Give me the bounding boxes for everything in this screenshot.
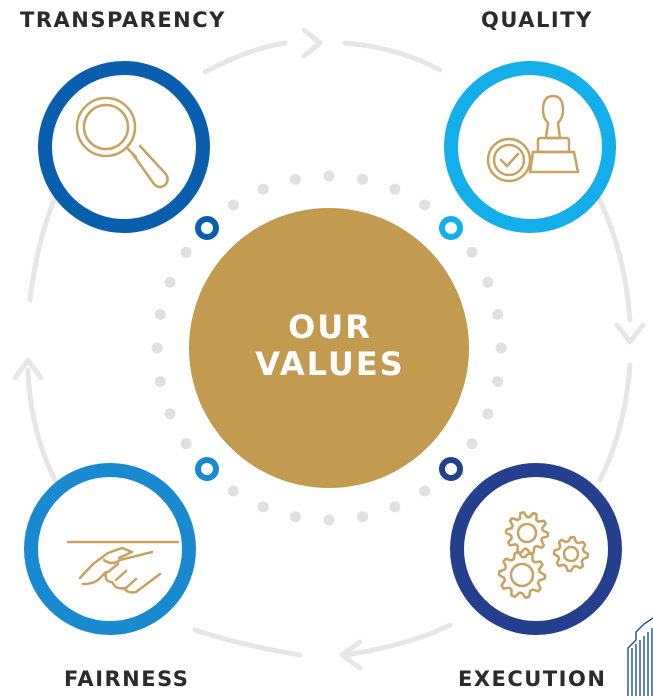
quality-label: QUALITY <box>481 8 593 32</box>
ring-dot <box>419 199 431 211</box>
connector-dot <box>195 216 219 240</box>
ring-dot <box>357 511 369 523</box>
ring-dot <box>357 173 369 185</box>
ring-dot <box>257 501 269 513</box>
arrow-left-icon <box>339 639 363 671</box>
cycle-arc-right <box>597 362 633 483</box>
transparency-label: TRANSPARENCY <box>20 8 226 32</box>
execution-label: EXECUTION <box>458 667 607 691</box>
cycle-arc-top <box>202 40 288 75</box>
arrow-down-icon <box>614 322 646 345</box>
cycle-arrowheads <box>12 27 646 671</box>
ring-dot <box>227 485 239 497</box>
fairness-label: FAIRNESS <box>64 667 190 691</box>
connector-dot <box>439 457 463 481</box>
ring-dot <box>323 170 335 182</box>
ring-dot <box>389 183 401 195</box>
logo-fragment <box>627 617 653 696</box>
ring-dot <box>151 342 163 354</box>
ring-dot <box>466 246 478 258</box>
ring-dot <box>257 183 269 195</box>
ring-dot <box>227 199 239 211</box>
ring-dot <box>164 408 176 420</box>
ring-dot <box>495 342 507 354</box>
ring-dot <box>466 438 478 450</box>
ring-dot <box>492 308 504 320</box>
connector-dot <box>439 216 463 240</box>
arrow-up-icon <box>12 357 44 381</box>
ring-dot <box>482 276 494 288</box>
cycle-arc-bottom <box>192 627 303 658</box>
center-circle <box>189 208 469 488</box>
cycle-arc-left <box>25 367 58 483</box>
handshake-icon <box>66 540 180 594</box>
ring-dot <box>289 173 301 185</box>
ring-dot <box>154 376 166 388</box>
connector-dot <box>195 457 219 481</box>
arrow-right-icon <box>301 27 323 59</box>
ring-dot <box>180 246 192 258</box>
transparency-ring <box>38 61 210 233</box>
cycle-path <box>25 40 633 658</box>
center-title-line1: OUR <box>288 308 372 346</box>
center-title-line2: VALUES <box>255 345 405 383</box>
gears-icon <box>497 511 590 599</box>
ring-dot <box>492 376 504 388</box>
ring-dot <box>154 308 166 320</box>
ring-dot <box>180 438 192 450</box>
cycle-arc-bottom <box>342 622 453 658</box>
connector-dots <box>195 216 463 481</box>
execution-ring <box>450 463 622 635</box>
ring-dot <box>482 408 494 420</box>
ring-dot <box>164 276 176 288</box>
ring-dot <box>389 501 401 513</box>
magnifying-glass-icon <box>75 96 169 189</box>
cycle-arc-top <box>342 40 443 73</box>
quality-ring <box>444 61 616 233</box>
stamp-icon <box>486 94 580 183</box>
ring-dot <box>323 514 335 526</box>
fairness-ring <box>24 463 196 635</box>
ring-dot <box>419 485 431 497</box>
cycle-arc-right <box>592 187 633 323</box>
ring-dot <box>289 511 301 523</box>
